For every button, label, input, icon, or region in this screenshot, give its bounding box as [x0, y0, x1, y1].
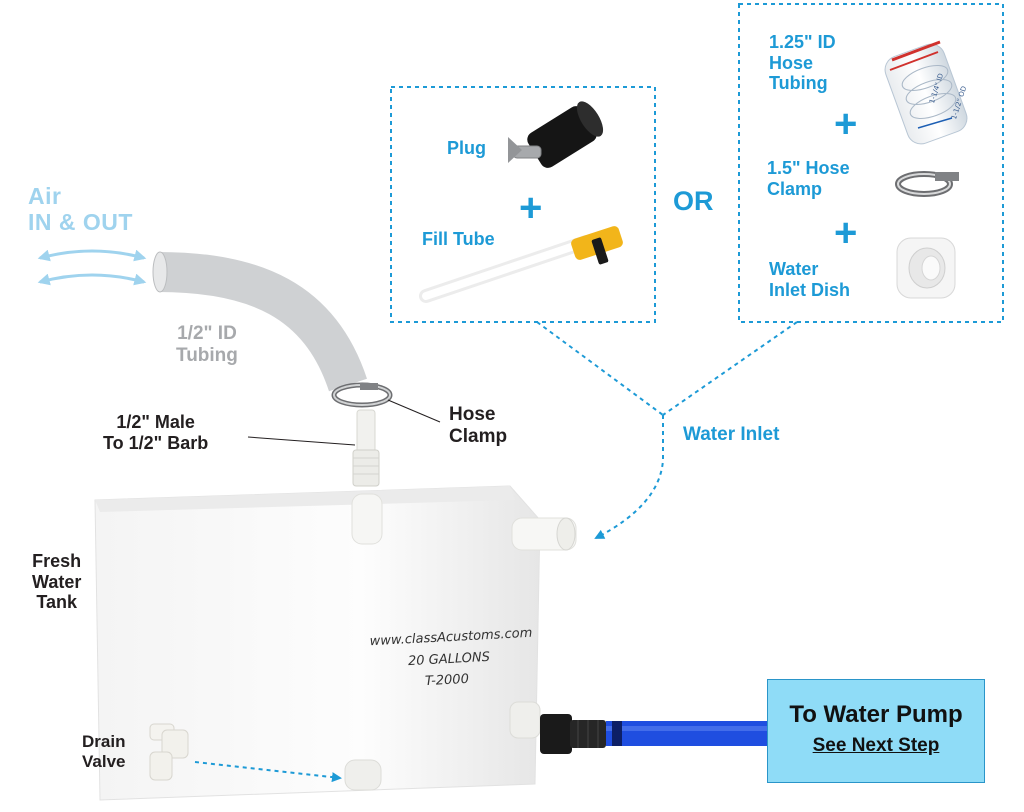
fill-tube-label: Fill Tube — [422, 229, 495, 249]
male-barb-fitting — [352, 409, 380, 487]
hose-clamp-15-label-line-2: Clamp — [767, 178, 823, 199]
inlet-arrow — [594, 415, 664, 539]
inlet-dish-label-line-1: Water — [769, 259, 819, 279]
hose-clamp-label: Hose Clamp — [449, 404, 507, 448]
option-a-plus: + — [519, 186, 543, 230]
hose-tubing-label-line-2: Hose — [769, 52, 814, 73]
hose-clamp-15-image — [895, 171, 959, 197]
hose-tubing-label: 1.25" ID Hose Tubing — [769, 32, 836, 94]
half-inch-tubing-label-line-1: 1/2" ID — [177, 323, 237, 344]
half-inch-tubing — [157, 252, 367, 392]
air-arrow-top — [37, 249, 147, 262]
option-b-plus-2: + — [834, 211, 858, 255]
inlet-connector-a — [536, 321, 664, 416]
inlet-connector-b — [662, 321, 798, 416]
inlet-dish-label-line-2: Inlet Dish — [769, 279, 851, 300]
drain-valve-label: Drain Valve — [82, 732, 126, 771]
drain-valve-image — [149, 723, 189, 781]
see-next-step-link[interactable]: See Next Step — [812, 735, 940, 756]
fill-tube-image — [419, 226, 623, 303]
half-inch-tubing-label-line-2: Tubing — [176, 344, 238, 366]
water-inlet-dish-label: Water Inlet Dish — [769, 259, 850, 300]
hose-clamp-leader — [387, 399, 441, 423]
male-barb-label-line-2: To 1/2" Barb — [103, 432, 209, 453]
air-label-line-1: Air — [28, 183, 62, 209]
drain-valve-label-line-1: Drain — [82, 732, 126, 751]
tubing-open-end — [152, 251, 168, 293]
or-label: OR — [673, 186, 714, 216]
hose-clamp-label-line-2: Clamp — [449, 425, 508, 447]
option-b-box — [738, 3, 1004, 323]
plug-label: Plug — [447, 138, 486, 158]
hose-tubing-label-line-1: 1.25" ID — [769, 32, 836, 52]
fresh-water-tank-image — [94, 485, 577, 801]
water-inlet-dish-image — [896, 237, 956, 299]
drain-valve-label-line-2: Valve — [82, 751, 126, 771]
male-barb-label-line-1: 1/2" Male — [116, 412, 195, 432]
fresh-water-tank-label: Fresh Water Tank — [32, 551, 81, 613]
air-arrow-bottom — [37, 273, 147, 286]
hose-tubing-label-line-3: Tubing — [769, 73, 828, 94]
male-barb-label: 1/2" Male To 1/2" Barb — [103, 412, 208, 453]
water-inlet-label: Water Inlet — [683, 424, 780, 445]
hose-clamp-image — [331, 382, 393, 408]
half-inch-tubing-label: 1/2" ID Tubing — [176, 323, 238, 367]
male-barb-leader — [247, 436, 356, 446]
pump-box-title: To Water Pump — [789, 701, 963, 728]
blue-hose — [606, 721, 768, 746]
to-water-pump-box: To Water Pump See Next Step — [767, 679, 985, 783]
outlet-fitting — [540, 714, 606, 754]
hose-clamp-15-label-line-1: 1.5" Hose — [767, 158, 850, 178]
air-label: Air IN & OUT — [28, 183, 133, 236]
tank-label-line-3: Tank — [36, 592, 78, 613]
tank-label-line-2: Water — [32, 571, 82, 592]
hose-tubing-dimension-line — [917, 117, 953, 129]
drain-arrow — [194, 761, 342, 783]
plug-image — [508, 101, 604, 168]
tank-label-line-1: Fresh — [32, 551, 82, 571]
option-b-plus-1: + — [834, 102, 858, 146]
hose-clamp-15-label: 1.5" Hose Clamp — [767, 158, 850, 199]
option-a-box — [390, 86, 656, 323]
air-label-line-2: IN & OUT — [28, 209, 133, 236]
hose-clamp-label-line-1: Hose — [449, 404, 496, 425]
